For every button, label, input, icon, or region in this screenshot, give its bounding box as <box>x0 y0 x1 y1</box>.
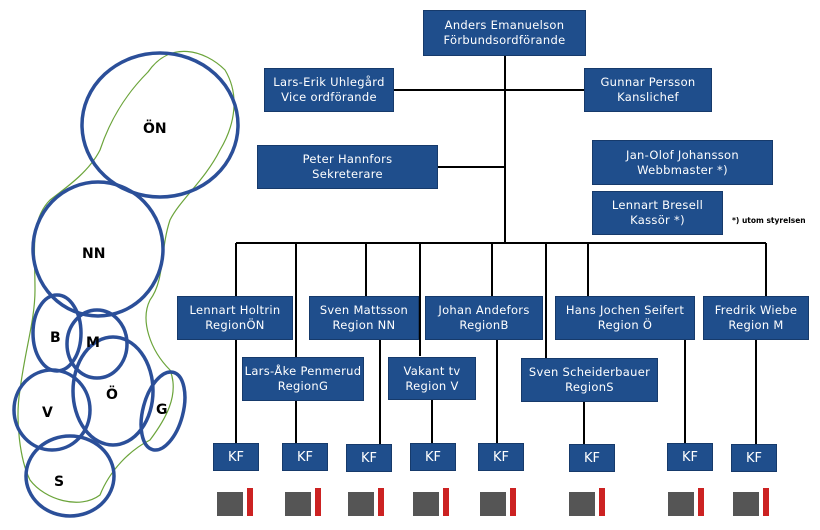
region-nn-label: Region NN <box>332 318 396 332</box>
kf-box-m: KF <box>731 444 777 472</box>
region-label-s: S <box>54 474 64 490</box>
kf-box-g: KF <box>282 443 328 471</box>
region-s-label: RegionS <box>565 380 614 394</box>
secretary-role: Sekreterare <box>312 167 383 181</box>
region-o-label: Region Ö <box>597 318 653 332</box>
region-box-b: Johan Andefors RegionB <box>425 296 543 340</box>
region-box-on: Lennart Holtrin RegionÖN <box>177 296 293 340</box>
kf-box-b: KF <box>478 443 524 471</box>
sweden-outline <box>17 50 235 503</box>
region-box-m: Fredrik Wiebe Region M <box>703 296 809 340</box>
region-label-nn: NN <box>82 246 105 262</box>
vice-role: Vice ordförande <box>281 90 377 104</box>
chair-name: Anders Emanuelson <box>444 18 565 32</box>
chair-role: Förbundsordförande <box>443 33 566 47</box>
outside-board-note: *) utom styrelsen <box>732 216 806 225</box>
office-manager-box: Gunnar Persson Kanslichef <box>584 68 712 112</box>
region-b-name: Johan Andefors <box>438 303 530 317</box>
kf-box-v: KF <box>410 443 456 471</box>
region-v-label: Region V <box>405 378 459 393</box>
region-on-name: Lennart Holtrin <box>189 303 281 317</box>
chair-box: Anders Emanuelson Förbundsordförande <box>423 10 586 56</box>
region-nn-name: Sven Mattsson <box>319 303 409 317</box>
region-label-b: B <box>50 330 61 346</box>
webmaster-box: Jan-Olof Johansson Webbmaster *) <box>592 140 773 185</box>
region-circle-o <box>71 335 155 447</box>
region-s-name: Sven Scheiderbauer <box>528 365 651 379</box>
region-b-label: RegionB <box>459 318 509 332</box>
region-box-s: Sven Scheiderbauer RegionS <box>521 358 658 402</box>
kf-box-on: KF <box>213 443 259 471</box>
kf-box-s: KF <box>569 444 615 472</box>
office-name: Gunnar Persson <box>600 75 696 89</box>
region-o-name: Hans Jochen Seifert <box>565 303 685 317</box>
secretary-name: Peter Hannfors <box>302 152 393 166</box>
region-g-label: RegionG <box>277 379 329 393</box>
region-box-nn: Sven Mattsson Region NN <box>309 296 419 340</box>
kf-box-nn: KF <box>346 444 392 472</box>
member-icons <box>217 488 769 516</box>
secretary-box: Peter Hannfors Sekreterare <box>257 145 438 189</box>
webmaster-role: Webbmaster *) <box>637 162 728 177</box>
region-box-v: Vakant tv Region V <box>388 357 476 400</box>
vice-chair-box: Lars-Erik Uhlegård Vice ordförande <box>264 68 394 112</box>
region-circle-g <box>139 370 187 452</box>
vice-name: Lars-Erik Uhlegård <box>273 75 385 89</box>
webmaster-name: Jan-Olof Johansson <box>626 147 739 162</box>
region-label-v: V <box>42 405 53 421</box>
region-circle-on <box>80 51 240 199</box>
region-label-on: ÖN <box>143 119 167 137</box>
treasurer-role: Kassör *) <box>630 213 685 227</box>
region-label-g: G <box>156 402 168 418</box>
region-m-name: Fredrik Wiebe <box>714 303 798 317</box>
region-on-label: RegionÖN <box>205 318 265 332</box>
office-role: Kanslichef <box>617 90 679 104</box>
region-label-m: M <box>86 335 100 351</box>
region-box-o: Hans Jochen Seifert Region Ö <box>555 296 695 340</box>
treasurer-box: Lennart Bresell Kassör *) <box>592 191 723 235</box>
region-circle-s <box>24 434 116 518</box>
treasurer-name: Lennart Bresell <box>611 198 704 212</box>
region-box-g: Lars-Åke Penmerud RegionG <box>242 357 364 401</box>
region-g-name: Lars-Åke Penmerud <box>244 364 362 378</box>
region-v-name: Vakant tv <box>403 363 461 378</box>
region-label-o: Ö <box>106 385 118 403</box>
region-circle-nn <box>31 180 165 318</box>
kf-box-o: KF <box>667 443 713 471</box>
region-circle-v <box>12 368 92 452</box>
region-circle-m <box>65 308 129 380</box>
region-m-label: Region M <box>728 318 784 332</box>
